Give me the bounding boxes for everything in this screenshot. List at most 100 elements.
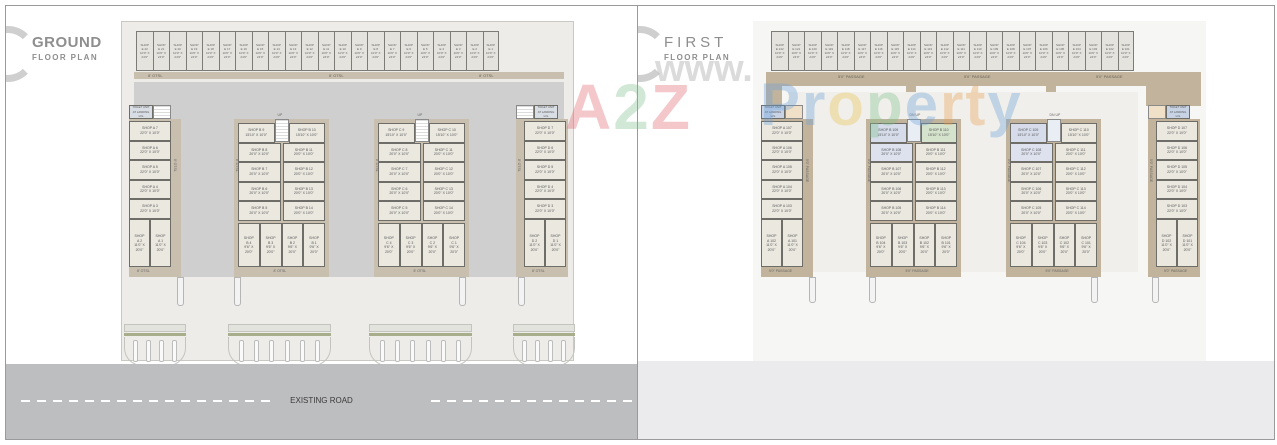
shop-unit[interactable]: SHOP B 1 9'6" X 20'0" xyxy=(303,223,325,267)
shop-unit[interactable]: SHOP D 3 22'0" X 10'0" xyxy=(524,199,566,219)
shop-unit[interactable]: SHOP E 102 10'0" X 24'0" xyxy=(1101,31,1118,71)
shop-unit[interactable]: SHOP E 16 10'0" X 24'0" xyxy=(235,31,252,71)
shop-unit[interactable]: SHOP C 14 20'0" X 10'0" xyxy=(422,201,465,221)
shop-unit[interactable]: SHOP A 1 11'0" X 20'0" xyxy=(150,219,171,267)
shop-unit[interactable]: SHOP E 21 10'0" X 24'0" xyxy=(152,31,169,71)
shop-unit[interactable]: SHOP D 1 11'0" X 20'0" xyxy=(545,219,566,267)
shop-unit[interactable]: SHOP D 104 22'0" X 10'0" xyxy=(1156,179,1198,199)
shop-unit[interactable]: SHOP C 3 9'6" X 20'0" xyxy=(399,223,422,267)
shop-unit[interactable]: SHOP D 7 22'0" X 10'0" xyxy=(524,121,566,141)
shop-unit[interactable]: SHOP C 104 9'6" X 20'0" xyxy=(1010,223,1032,267)
shop-unit[interactable]: SHOP C 102 9'6" X 20'0" xyxy=(1053,223,1076,267)
shop-unit[interactable]: SHOP E 110 10'0" X 24'0" xyxy=(969,31,986,71)
shop-unit[interactable]: SHOP D 101 11'0" X 20'0" xyxy=(1177,219,1198,267)
shop-unit[interactable]: SHOP E 9 10'0" X 24'0" xyxy=(350,31,367,71)
shop-unit[interactable]: SHOP B 107 20'0" X 10'0" xyxy=(870,162,913,182)
shop-unit[interactable]: SHOP B 13 20'0" X 10'0" xyxy=(282,181,325,201)
shop-unit[interactable]: SHOP D 4 22'0" X 10'0" xyxy=(524,179,566,199)
shop-unit[interactable]: SHOP E 103 10'0" X 24'0" xyxy=(1084,31,1101,71)
shop-unit[interactable]: SHOP D 5 22'0" X 10'0" xyxy=(524,160,566,180)
shop-unit[interactable]: SHOP E 106 10'0" X 24'0" xyxy=(1035,31,1052,71)
shop-unit[interactable]: SHOP C 112 20'0" X 10'0" xyxy=(1054,162,1097,182)
shop-unit[interactable]: SHOP C 5 20'0" X 10'0" xyxy=(378,201,421,221)
shop-unit[interactable]: SHOP C 13 20'0" X 10'0" xyxy=(422,181,465,201)
shop-unit[interactable]: SHOP D 105 22'0" X 10'0" xyxy=(1156,160,1198,180)
shop-unit[interactable]: SHOP C 110 15'10" X 10'0" xyxy=(1060,123,1097,143)
shop-unit[interactable]: SHOP B 101 9'6" X 20'0" xyxy=(935,223,957,267)
shop-unit[interactable]: SHOP B 5 20'0" X 10'0" xyxy=(238,201,281,221)
shop-unit[interactable]: SHOP C 103 9'6" X 20'0" xyxy=(1031,223,1054,267)
shop-unit[interactable]: SHOP B 11 20'0" X 10'0" xyxy=(282,142,325,162)
shop-unit[interactable]: SHOP A 3 22'0" X 10'0" xyxy=(129,199,171,219)
shop-unit[interactable]: SHOP E 111 10'0" X 24'0" xyxy=(952,31,969,71)
shop-unit[interactable]: SHOP C 109 15'10" X 10'0" xyxy=(1010,123,1047,143)
shop-unit[interactable]: SHOP E 1 10'0" X 24'0" xyxy=(482,31,499,71)
shop-unit[interactable]: SHOP D 102 11'0" X 20'0" xyxy=(1156,219,1177,267)
shop-unit[interactable]: SHOP A 7 22'0" X 10'0" xyxy=(129,121,171,141)
shop-unit[interactable]: SHOP E 13 10'0" X 24'0" xyxy=(284,31,301,71)
shop-unit[interactable]: SHOP B 3 9'6" X 20'0" xyxy=(259,223,282,267)
shop-unit[interactable]: SHOP C 1 9'6" X 20'0" xyxy=(443,223,465,267)
shop-unit[interactable]: SHOP E 118 10'0" X 24'0" xyxy=(837,31,854,71)
shop-unit[interactable]: SHOP A 103 22'0" X 10'0" xyxy=(761,199,803,219)
shop-unit[interactable]: SHOP E 114 10'0" X 24'0" xyxy=(903,31,920,71)
shop-unit[interactable]: SHOP B 14 20'0" X 10'0" xyxy=(282,201,325,221)
shop-unit[interactable]: SHOP A 102 11'0" X 20'0" xyxy=(761,219,782,267)
shop-unit[interactable]: SHOP E 105 10'0" X 24'0" xyxy=(1051,31,1068,71)
shop-unit[interactable]: SHOP C 6 20'0" X 10'0" xyxy=(378,181,421,201)
shop-unit[interactable]: SHOP E 11 10'0" X 24'0" xyxy=(317,31,334,71)
shop-unit[interactable]: SHOP C 9 15'10" X 10'0" xyxy=(378,123,415,143)
shop-unit[interactable]: SHOP B 6 20'0" X 10'0" xyxy=(238,181,281,201)
shop-unit[interactable]: SHOP E 14 10'0" X 24'0" xyxy=(268,31,285,71)
shop-unit[interactable]: SHOP C 108 20'0" X 10'0" xyxy=(1010,142,1053,162)
shop-unit[interactable]: SHOP E 19 10'0" X 24'0" xyxy=(185,31,202,71)
shop-unit[interactable]: SHOP E 3 10'0" X 24'0" xyxy=(449,31,466,71)
shop-unit[interactable]: SHOP A 5 22'0" X 10'0" xyxy=(129,160,171,180)
shop-unit[interactable]: SHOP C 7 20'0" X 10'0" xyxy=(378,162,421,182)
shop-unit[interactable]: SHOP A 2 11'0" X 20'0" xyxy=(129,219,150,267)
shop-unit[interactable]: SHOP C 4 9'6" X 20'0" xyxy=(378,223,400,267)
shop-unit[interactable]: SHOP A 104 22'0" X 10'0" xyxy=(761,179,803,199)
shop-unit[interactable]: SHOP E 4 10'0" X 24'0" xyxy=(433,31,450,71)
shop-unit[interactable]: SHOP B 7 20'0" X 10'0" xyxy=(238,162,281,182)
shop-unit[interactable]: SHOP E 6 10'0" X 24'0" xyxy=(400,31,417,71)
shop-unit[interactable]: SHOP B 106 20'0" X 10'0" xyxy=(870,181,913,201)
shop-unit[interactable]: SHOP E 2 10'0" X 24'0" xyxy=(466,31,483,71)
shop-unit[interactable]: SHOP E 109 10'0" X 24'0" xyxy=(985,31,1002,71)
shop-unit[interactable]: SHOP B 8 20'0" X 10'0" xyxy=(238,142,281,162)
shop-unit[interactable]: SHOP B 109 15'10" X 10'0" xyxy=(870,123,907,143)
shop-unit[interactable]: SHOP E 20 10'0" X 24'0" xyxy=(169,31,186,71)
shop-unit[interactable]: SHOP A 6 22'0" X 10'0" xyxy=(129,140,171,160)
shop-unit[interactable]: SHOP C 114 20'0" X 10'0" xyxy=(1054,201,1097,221)
shop-unit[interactable]: SHOP E 15 10'0" X 24'0" xyxy=(251,31,268,71)
shop-unit[interactable]: SHOP A 107 22'0" X 10'0" xyxy=(761,121,803,141)
shop-unit[interactable]: SHOP B 2 9'6" X 20'0" xyxy=(281,223,304,267)
shop-unit[interactable]: SHOP A 106 22'0" X 10'0" xyxy=(761,140,803,160)
shop-unit[interactable]: SHOP A 105 22'0" X 10'0" xyxy=(761,160,803,180)
shop-unit[interactable]: SHOP E 22 10'0" X 24'0" xyxy=(136,31,153,71)
shop-unit[interactable]: SHOP E 7 10'0" X 24'0" xyxy=(383,31,400,71)
shop-unit[interactable]: SHOP B 104 9'6" X 20'0" xyxy=(870,223,892,267)
shop-unit[interactable]: SHOP C 107 20'0" X 10'0" xyxy=(1010,162,1053,182)
shop-unit[interactable]: SHOP A 101 11'0" X 20'0" xyxy=(782,219,803,267)
shop-unit[interactable]: SHOP E 119 10'0" X 24'0" xyxy=(820,31,837,71)
shop-unit[interactable]: SHOP D 106 22'0" X 10'0" xyxy=(1156,140,1198,160)
shop-unit[interactable]: SHOP B 114 20'0" X 10'0" xyxy=(914,201,957,221)
shop-unit[interactable]: SHOP B 108 20'0" X 10'0" xyxy=(870,142,913,162)
shop-unit[interactable]: SHOP E 18 10'0" X 24'0" xyxy=(202,31,219,71)
shop-unit[interactable]: SHOP E 120 10'0" X 24'0" xyxy=(804,31,821,71)
shop-unit[interactable]: SHOP B 113 20'0" X 10'0" xyxy=(914,181,957,201)
shop-unit[interactable]: SHOP C 113 20'0" X 10'0" xyxy=(1054,181,1097,201)
shop-unit[interactable]: SHOP B 4 9'6" X 20'0" xyxy=(238,223,260,267)
shop-unit[interactable]: SHOP C 12 20'0" X 10'0" xyxy=(422,162,465,182)
shop-unit[interactable]: SHOP C 10 15'10" X 10'0" xyxy=(428,123,465,143)
shop-unit[interactable]: SHOP C 105 20'0" X 10'0" xyxy=(1010,201,1053,221)
shop-unit[interactable]: SHOP E 122 10'0" X 24'0" xyxy=(771,31,788,71)
shop-unit[interactable]: SHOP E 101 10'0" X 24'0" xyxy=(1117,31,1134,71)
shop-unit[interactable]: SHOP B 102 9'6" X 20'0" xyxy=(913,223,936,267)
shop-unit[interactable]: SHOP E 8 10'0" X 24'0" xyxy=(367,31,384,71)
shop-unit[interactable]: SHOP B 111 20'0" X 10'0" xyxy=(914,142,957,162)
shop-unit[interactable]: SHOP E 115 10'0" X 24'0" xyxy=(886,31,903,71)
shop-unit[interactable]: SHOP E 10 10'0" X 24'0" xyxy=(334,31,351,71)
shop-unit[interactable]: SHOP E 117 10'0" X 24'0" xyxy=(853,31,870,71)
